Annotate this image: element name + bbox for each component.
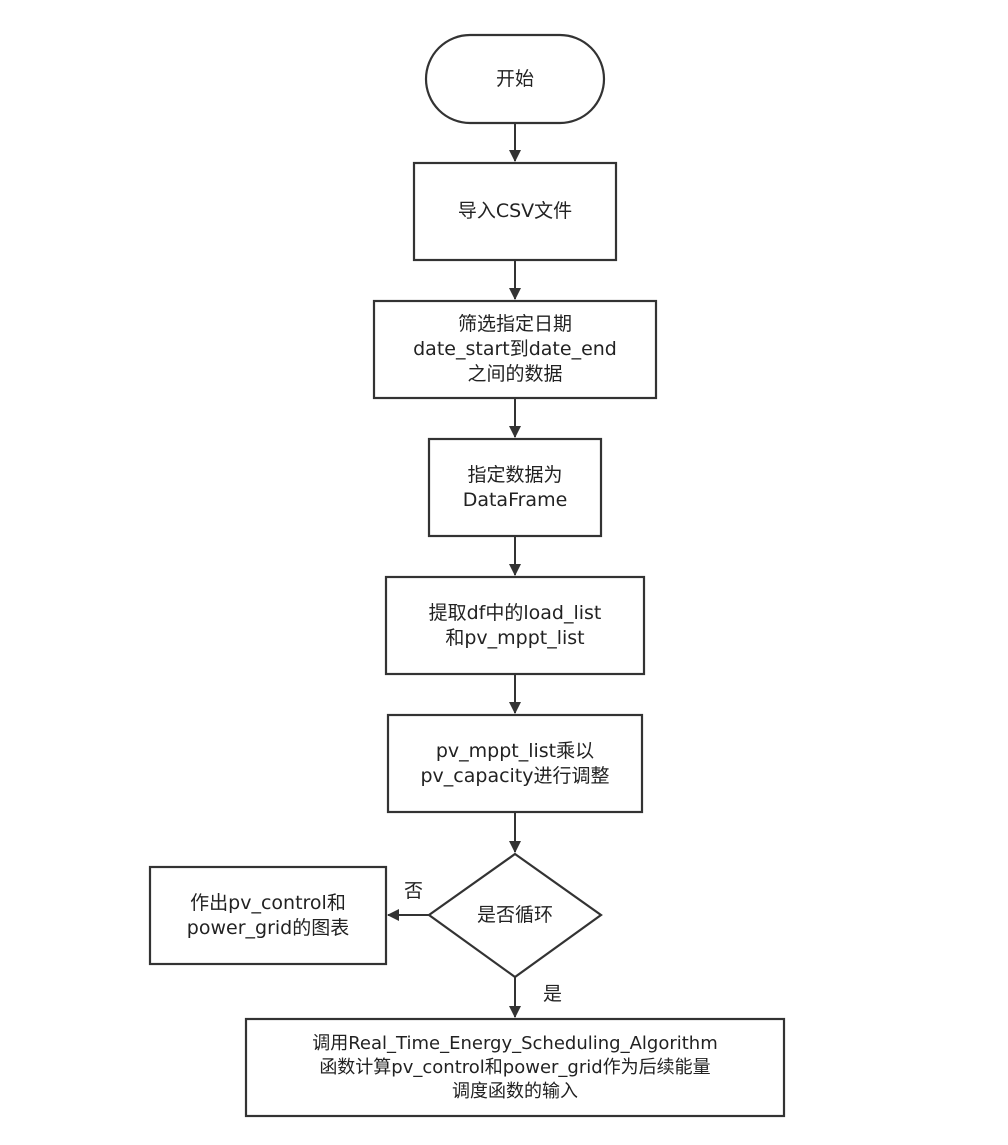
plot-charts-label: 作出pv_control和 power_grid的图表 [186, 891, 350, 939]
dataframe-node [427, 437, 603, 538]
plot-charts-node [148, 865, 388, 966]
loop-decision-label: 是否循环 [476, 904, 553, 926]
import-csv-label: 导入CSV文件 [457, 200, 573, 222]
edge-label-no: 否 [404, 880, 424, 902]
import-csv-node [412, 161, 618, 262]
filter-dates-node [372, 299, 658, 400]
extract-lists-label: 提取df中的load_list 和pv_mppt_list [428, 601, 602, 649]
call-algorithm-node [244, 1017, 786, 1118]
dataframe-label: 指定数据为 DataFrame [462, 463, 568, 511]
filter-dates-label: 筛选指定日期 date_start到date_end 之间的数据 [413, 313, 617, 385]
edge-label-yes: 是 [543, 983, 563, 1005]
multiply-capacity-label: pv_mppt_list乘以 pv_capacity进行调整 [420, 739, 610, 787]
call-algorithm-label: 调用Real_Time_Energy_Scheduling_Algorithm … [312, 1032, 718, 1102]
start-label: 开始 [495, 67, 534, 90]
